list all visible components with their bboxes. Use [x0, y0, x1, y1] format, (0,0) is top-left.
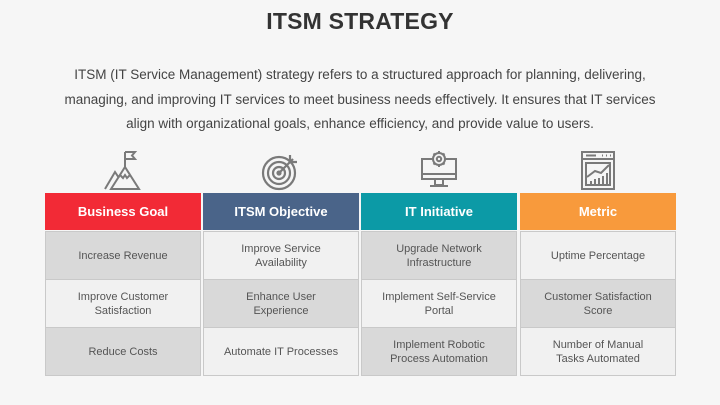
header-it-initiative: IT Initiative: [361, 193, 517, 230]
monitor-gear-icon: [361, 145, 517, 191]
table-cell: Increase Revenue: [45, 231, 201, 280]
mountain-flag-icon: [45, 145, 201, 191]
description: ITSM (IT Service Management) strategy re…: [64, 67, 656, 131]
column-business-goal: Business Goal Increase Revenue Improve C…: [45, 145, 201, 376]
table-cell: Uptime Percentage: [520, 231, 676, 280]
table-cell: Reduce Costs: [45, 328, 201, 376]
table-cell: Automate IT Processes: [203, 328, 359, 376]
table-cell: Upgrade Network Infrastructure: [361, 231, 517, 280]
table-cell: Number of Manual Tasks Automated: [520, 328, 676, 376]
column-itsm-objective: ITSM Objective Improve Service Availabil…: [203, 145, 359, 376]
header-itsm-objective: ITSM Objective: [203, 193, 359, 230]
target-icon: [203, 145, 359, 191]
table-cell: Customer Satisfaction Score: [520, 280, 676, 328]
dashboard-chart-icon: [520, 145, 676, 191]
column-it-initiative: IT Initiative Upgrade Network Infrastruc…: [361, 145, 517, 376]
table-cell: Improve Customer Satisfaction: [45, 280, 201, 328]
page-title: ITSM STRATEGY: [266, 8, 454, 34]
table-cell: Implement Self-Service Portal: [361, 280, 517, 328]
column-metric: Metric Uptime Percentage Customer Satisf…: [520, 145, 676, 376]
header-business-goal: Business Goal: [45, 193, 201, 230]
table-cell: Enhance User Experience: [203, 280, 359, 328]
table-cell: Implement Robotic Process Automation: [361, 328, 517, 376]
header-metric: Metric: [520, 193, 676, 230]
table-cell: Improve Service Availability: [203, 231, 359, 280]
